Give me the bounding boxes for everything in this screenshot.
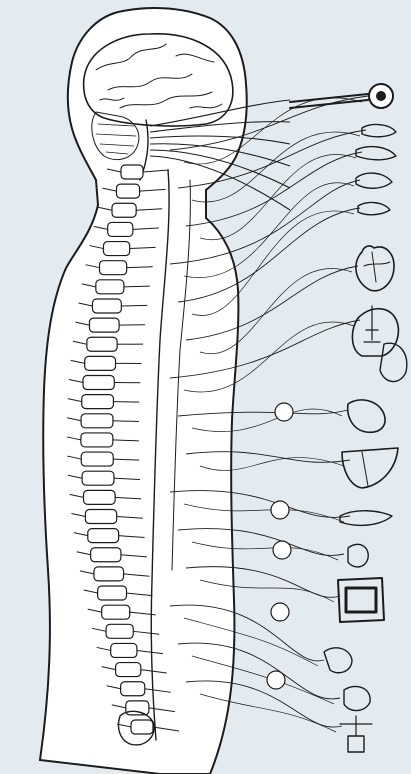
- vertebra: [83, 376, 114, 390]
- vertebra: [88, 529, 119, 543]
- sublingual-gland-icon: [358, 203, 390, 215]
- liver-icon: [342, 448, 398, 488]
- vertebra: [81, 433, 113, 447]
- bladder-icon: [344, 686, 370, 710]
- vertebra: [89, 318, 119, 332]
- ganglion: [271, 603, 289, 621]
- vertebra: [121, 682, 145, 696]
- vertebra: [121, 165, 143, 179]
- vertebra: [87, 337, 117, 351]
- ganglion: [273, 541, 291, 559]
- vertebra: [131, 720, 153, 734]
- vertebra: [98, 586, 127, 600]
- vertebra: [81, 414, 113, 428]
- body-outline: [40, 8, 247, 774]
- vertebra: [108, 222, 133, 236]
- lungs-icon: [352, 306, 406, 382]
- lacrimal-gland-icon: [362, 125, 396, 137]
- vertebra: [91, 548, 121, 562]
- vertebra: [103, 242, 129, 256]
- heart-icon: [356, 246, 394, 291]
- vertebra: [85, 356, 116, 370]
- nasal-gland-icon: [356, 147, 396, 160]
- vertebra: [96, 280, 124, 294]
- vertebra: [116, 184, 139, 198]
- vertebra: [81, 452, 113, 466]
- vertebra: [112, 203, 136, 217]
- stomach-icon: [348, 400, 385, 432]
- vertebra: [94, 567, 124, 581]
- eye-icon: [290, 84, 393, 108]
- vertebra: [102, 605, 130, 619]
- kidney-icon: [348, 544, 368, 567]
- ganglion: [271, 501, 289, 519]
- vertebra: [116, 663, 141, 677]
- vertebra: [84, 490, 116, 504]
- vertebra: [82, 471, 114, 485]
- rectum-icon: [324, 648, 352, 673]
- vertebra: [126, 701, 149, 715]
- vertebra: [85, 509, 116, 523]
- vertebra: [100, 261, 127, 275]
- vertebra: [82, 395, 114, 409]
- vertebra: [111, 643, 137, 657]
- salivary-gland-icon: [356, 173, 392, 188]
- genital-organ-icon: [340, 716, 372, 752]
- intestine-icon: [338, 578, 384, 622]
- pancreas-icon: [340, 511, 392, 526]
- vertebra: [106, 624, 133, 638]
- vertebra: [92, 299, 121, 313]
- ganglion: [275, 403, 293, 421]
- ganglion: [267, 671, 285, 689]
